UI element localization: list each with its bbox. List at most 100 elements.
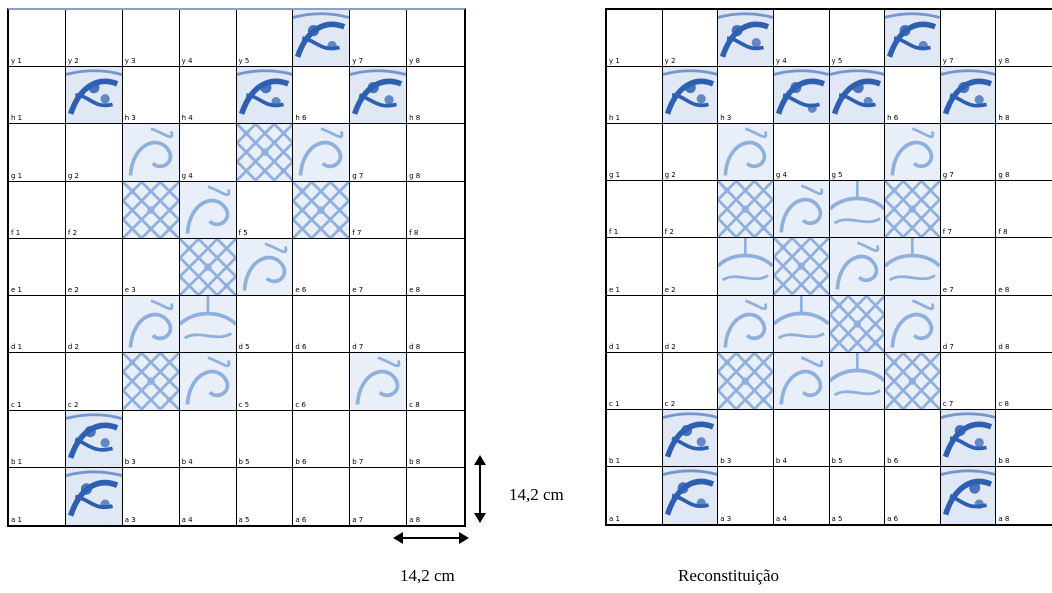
right-cell-label-b8: b 8 <box>998 456 1010 465</box>
left-cell-g2: g 2 <box>65 124 123 182</box>
right-cell-label-c1: c 1 <box>609 399 620 408</box>
right-cell-label-h8: h 8 <box>998 114 1010 123</box>
right-cell-label-b6: b 6 <box>887 456 899 465</box>
left-cell-label-e1: e 1 <box>11 286 22 295</box>
right-cell-y8: y 8 <box>996 10 1052 68</box>
right-tile-d4 <box>773 295 830 353</box>
left-cell-f7: f 7 <box>350 181 408 239</box>
left-cell-label-d8: d 8 <box>409 343 421 352</box>
left-cell-f1: f 1 <box>9 181 66 239</box>
right-cell-label-b5: b 5 <box>831 456 843 465</box>
left-cell-e6: e 6 <box>293 238 351 297</box>
right-cell-label-g7: g 7 <box>942 171 954 180</box>
left-cell-d1: d 1 <box>9 296 66 354</box>
left-cell-y2: y 2 <box>65 10 123 68</box>
left-cell-label-a1: a 1 <box>11 515 22 524</box>
left-cell-label-b5: b 5 <box>238 457 250 466</box>
right-cell-label-b3: b 3 <box>720 456 732 465</box>
left-cell-label-y8: y 8 <box>409 57 420 66</box>
left-cell-c6: c 6 <box>293 353 351 411</box>
left-cell-label-e8: e 8 <box>409 286 421 295</box>
left-cell-y5: y 5 <box>236 10 294 68</box>
left-cell-label-f1: f 1 <box>11 228 21 237</box>
left-cell-label-c5: c 5 <box>238 400 250 409</box>
left-cell-label-a6: a 6 <box>295 515 307 524</box>
right-cell-g1: g 1 <box>607 124 663 182</box>
left-cell-label-a8: a 8 <box>409 515 421 524</box>
left-tile-c7 <box>350 353 408 411</box>
left-cell-label-b4: b 4 <box>181 457 193 466</box>
right-tile-h2 <box>662 67 719 125</box>
vertical-dimension-arrow <box>474 455 486 523</box>
right-cell-label-f7: f 7 <box>942 228 952 237</box>
left-tile-b2 <box>65 410 123 468</box>
right-cell-d8: d 8 <box>996 296 1052 353</box>
left-cell-f8: f 8 <box>407 182 464 239</box>
right-tile-h4 <box>773 67 830 125</box>
right-cell-label-d7: d 7 <box>942 342 954 351</box>
right-cell-label-b4: b 4 <box>775 456 787 465</box>
left-cell-label-c1: c 1 <box>11 400 22 409</box>
right-tile-f4 <box>773 181 830 239</box>
right-cell-f2: f 2 <box>662 181 719 239</box>
right-cell-a5: a 5 <box>830 466 886 524</box>
right-cell-label-c7: c 7 <box>942 399 954 408</box>
right-tile-y3 <box>718 10 774 68</box>
right-cell-label-e1: e 1 <box>609 285 620 294</box>
left-cell-h1: h 1 <box>9 67 66 125</box>
left-cell-h4: h 4 <box>179 67 237 125</box>
right-cell-g5: g 5 <box>829 124 886 182</box>
right-cell-h8: h 8 <box>996 67 1052 125</box>
left-cell-b8: b 8 <box>407 411 464 468</box>
left-cell-c8: c 8 <box>407 353 464 411</box>
left-cell-c1: c 1 <box>9 353 66 411</box>
left-cell-label-h4: h 4 <box>181 114 193 123</box>
right-cell-label-a4: a 4 <box>775 514 787 523</box>
right-tile-d6 <box>885 295 941 353</box>
right-cell-h1: h 1 <box>607 67 663 125</box>
left-cell-a5: a 5 <box>237 467 294 525</box>
left-tile-h7 <box>350 67 408 125</box>
right-cell-label-c8: c 8 <box>998 399 1009 408</box>
left-cell-label-b8: b 8 <box>409 457 421 466</box>
right-tile-e5 <box>829 238 886 296</box>
left-cell-h3: h 3 <box>122 67 180 125</box>
left-cell-label-g1: g 1 <box>11 171 23 180</box>
right-tile-c5 <box>829 352 886 410</box>
left-cell-label-y1: y 1 <box>11 57 22 66</box>
right-tile-h7 <box>940 67 997 125</box>
left-tile-h5 <box>236 67 294 125</box>
right-cell-a8: a 8 <box>996 467 1052 524</box>
right-cell-label-a6: a 6 <box>887 514 899 523</box>
right-tile-e6 <box>885 238 941 296</box>
left-cell-label-d1: d 1 <box>11 343 23 352</box>
left-cell-a8: a 8 <box>407 468 464 525</box>
right-cell-d7: d 7 <box>940 295 997 353</box>
left-tile-e5 <box>236 238 294 297</box>
left-cell-b1: b 1 <box>9 410 66 468</box>
left-cell-b3: b 3 <box>122 410 180 468</box>
left-cell-a4: a 4 <box>180 467 237 525</box>
right-cell-label-g1: g 1 <box>609 171 621 180</box>
right-tile-f5 <box>829 181 886 239</box>
right-cell-label-y5: y 5 <box>831 57 843 66</box>
left-cell-a1: a 1 <box>9 467 66 525</box>
left-cell-label-b3: b 3 <box>124 457 136 466</box>
horizontal-dimension-label: 14,2 cm <box>400 566 455 585</box>
left-cell-a3: a 3 <box>123 467 180 525</box>
left-cell-label-y2: y 2 <box>67 57 79 66</box>
right-tile-f3 <box>718 181 774 239</box>
right-tile-c4 <box>773 352 830 410</box>
right-cell-e2: e 2 <box>662 238 719 296</box>
right-cell-label-b1: b 1 <box>609 456 621 465</box>
left-tile-d4 <box>179 296 237 354</box>
left-cell-g7: g 7 <box>350 124 408 182</box>
right-cell-y7: y 7 <box>940 10 997 68</box>
right-tile-h5 <box>829 67 886 125</box>
right-cell-g7: g 7 <box>940 124 997 182</box>
left-cell-g8: g 8 <box>407 124 464 182</box>
left-cell-g1: g 1 <box>9 124 66 182</box>
left-cell-label-d7: d 7 <box>352 343 364 352</box>
right-cell-b6: b 6 <box>885 409 941 467</box>
